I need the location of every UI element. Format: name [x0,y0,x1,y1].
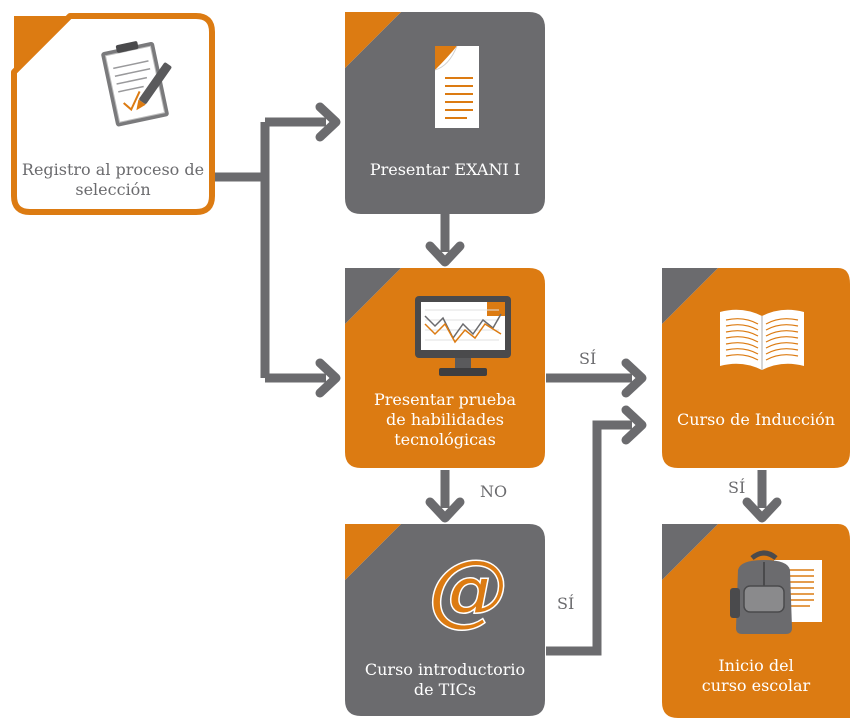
open-book-icon [716,304,808,374]
document-icon [427,42,487,132]
edge-label-prueba-induccion: SÍ [579,349,597,368]
backpack-icon [726,548,832,638]
node-registro-label: Registro al proceso de selección [21,160,205,199]
node-inicio: Inicio del curso escolar [662,524,850,718]
node-tics: @ Curso introductorio de TICs [345,524,545,716]
monitor-chart-icon [411,294,515,380]
node-exani: Presentar EXANI I [345,12,545,214]
arrowhead-tics-induccion [621,405,647,445]
node-tics-label: Curso introductorio de TICs [364,660,526,699]
node-exani-label: Presentar EXANI I [369,160,521,179]
node-registro: Registro al proceso de selección [10,12,216,216]
arrowhead-prueba-tics [425,497,465,523]
arrowhead-exani [315,102,341,142]
node-induccion-label: Curso de Inducción [676,410,836,429]
arrowhead-prueba [315,358,341,398]
arrowhead-prueba-induccion [621,358,647,398]
node-induccion: Curso de Inducción [662,268,850,468]
connector-tics-induccion [546,420,632,656]
node-prueba: Presentar prueba de habilidades tecnológ… [345,268,545,468]
svg-text:@: @ [429,546,507,635]
node-inicio-label: Inicio del curso escolar [701,656,811,695]
edge-label-prueba-tics: NO [480,482,508,501]
edge-label-induccion-inicio: SÍ [728,478,746,497]
node-prueba-label: Presentar prueba de habilidades tecnológ… [373,390,516,449]
at-sign-icon: @ [423,544,513,637]
arrowhead-exani-prueba [425,241,465,267]
edge-label-tics-induccion: SÍ [557,594,575,613]
clipboard-pen-icon [98,34,174,134]
arrowhead-induccion-inicio [742,497,782,523]
